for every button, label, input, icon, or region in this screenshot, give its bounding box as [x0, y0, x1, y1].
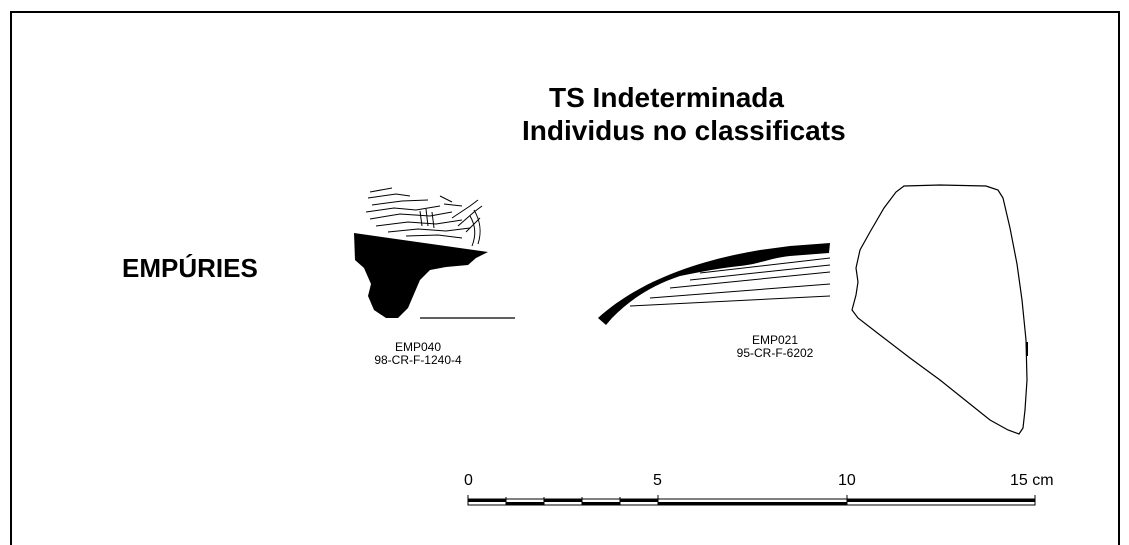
fragment-emp021-code: EMP021 [751, 333, 799, 347]
scale-tick-5: 5 [653, 472, 662, 489]
fragment-emp040-code: EMP040 [394, 340, 442, 354]
drawing-frame [10, 11, 1120, 545]
fragment-emp040-ref: 98-CR-F-1240-4 [374, 353, 462, 367]
fragment-emp021-drawing [598, 243, 831, 325]
fragment-emp040-drawing [354, 187, 515, 319]
site-label: EMPÚRIES [122, 253, 258, 283]
title-line-2: Individus no classificats [522, 115, 846, 146]
scale-tick-15: 15 cm [1010, 472, 1054, 489]
scale-tick-10: 10 [838, 472, 856, 489]
scale-tick-0: 0 [464, 472, 473, 489]
fragment-emp021-ref: 95-CR-F-6202 [736, 346, 814, 360]
title-line-1: TS Indeterminada [549, 82, 784, 113]
fragment-outline-drawing [851, 184, 1028, 435]
scale-bar [467, 495, 1036, 506]
